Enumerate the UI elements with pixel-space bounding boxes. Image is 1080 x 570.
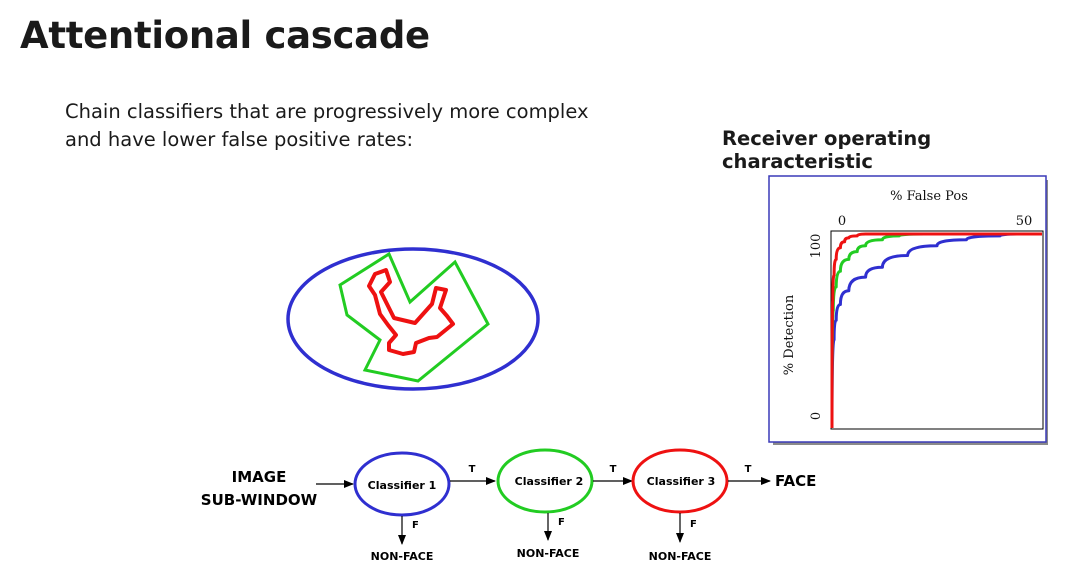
blue-ellipse <box>286 247 540 391</box>
roc-series-3-line <box>830 232 1042 429</box>
false-label-3: F <box>690 519 697 530</box>
roc-chart: % False Pos 0 50 100 0 % Detection <box>768 175 1048 445</box>
slide-subtitle: Chain classifiers that are progressively… <box>65 98 589 154</box>
red-region <box>367 268 455 356</box>
true-label-1: T <box>469 464 476 475</box>
roc-y-tick-100: 100 <box>809 234 824 259</box>
false-label-2: F <box>558 517 565 528</box>
classifier-2-node <box>496 448 594 514</box>
non-face-label-2: NON-FACE <box>517 547 580 560</box>
roc-x-tick-50: 50 <box>1016 214 1033 229</box>
non-face-label-3: NON-FACE <box>649 550 712 563</box>
classifier-2-label: Classifier 2 <box>515 475 584 488</box>
classifier-1-label: Classifier 1 <box>368 479 437 492</box>
roc-left-axis-label: % Detection <box>782 294 797 375</box>
green-region <box>338 251 490 383</box>
subtitle-line-1: Chain classifiers that are progressively… <box>65 100 589 123</box>
subtitle-line-2: and have lower false positive rates: <box>65 128 414 151</box>
true-label-3: T <box>745 464 752 475</box>
classifier-3-label: Classifier 3 <box>647 475 716 488</box>
input-label-line-1: IMAGE <box>232 468 287 486</box>
face-region-illustration <box>286 247 540 391</box>
true-label-2: T <box>610 464 617 475</box>
face-output-label: FACE <box>775 472 816 490</box>
roc-frame <box>768 175 1047 443</box>
classifier-3-node <box>631 448 729 514</box>
roc-series-1-line <box>830 232 1042 429</box>
roc-series-group <box>830 232 1042 429</box>
classifier-1-node <box>353 451 451 517</box>
cascade-flow: IMAGE SUB-WINDOW Classifier 1 T Classifi… <box>201 448 816 563</box>
non-face-label-1: NON-FACE <box>371 550 434 563</box>
roc-top-axis-label: % False Pos <box>890 189 968 204</box>
roc-y-tick-0: 0 <box>809 412 824 420</box>
false-label-1: F <box>412 520 419 531</box>
slide-title: Attentional cascade <box>20 14 430 57</box>
input-label-line-2: SUB-WINDOW <box>201 491 318 509</box>
roc-heading: Receiver operating characteristic <box>722 127 932 173</box>
roc-x-tick-0: 0 <box>838 214 846 229</box>
